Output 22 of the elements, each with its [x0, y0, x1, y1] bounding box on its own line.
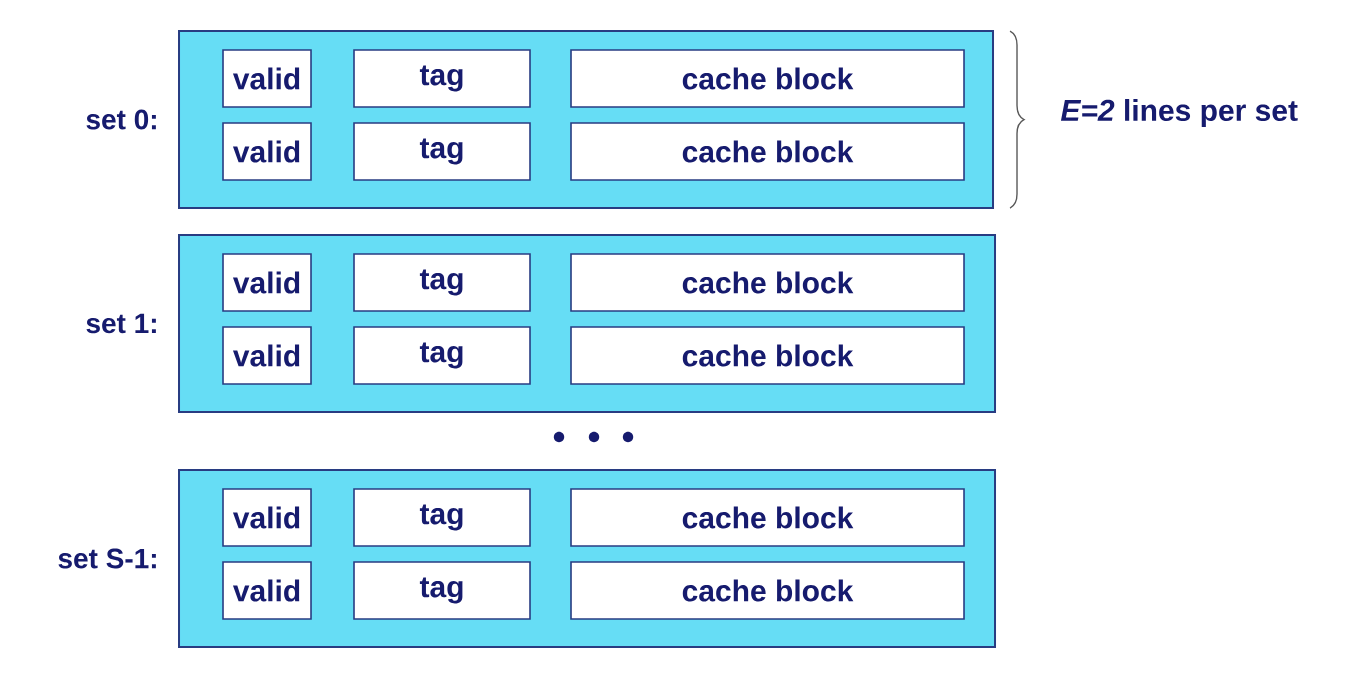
- cell-box: cache block: [570, 253, 965, 312]
- set-label: set 1:: [86, 313, 156, 334]
- cell-box: valid: [222, 253, 312, 312]
- set-label: set 0:: [86, 109, 156, 130]
- cell-box: cache block: [570, 488, 965, 547]
- cell-box: valid: [222, 49, 312, 108]
- cell-box: cache block: [570, 326, 965, 385]
- cell-box: tag: [353, 122, 531, 181]
- cell-box: tag: [353, 253, 531, 312]
- cell-box: cache block: [570, 561, 965, 620]
- cell-box: valid: [222, 561, 312, 620]
- cell-box: cache block: [570, 122, 965, 181]
- cell-box: valid: [222, 488, 312, 547]
- cell-box: tag: [353, 561, 531, 620]
- cell-box: tag: [353, 49, 531, 108]
- set-label: set S-1:: [58, 548, 156, 569]
- cell-box: cache block: [570, 49, 965, 108]
- cell-box: tag: [353, 488, 531, 547]
- cell-box: valid: [222, 122, 312, 181]
- cell-box: valid: [222, 326, 312, 385]
- brace-label: E=2 lines per set: [1060, 99, 1298, 127]
- cell-box: tag: [353, 326, 531, 385]
